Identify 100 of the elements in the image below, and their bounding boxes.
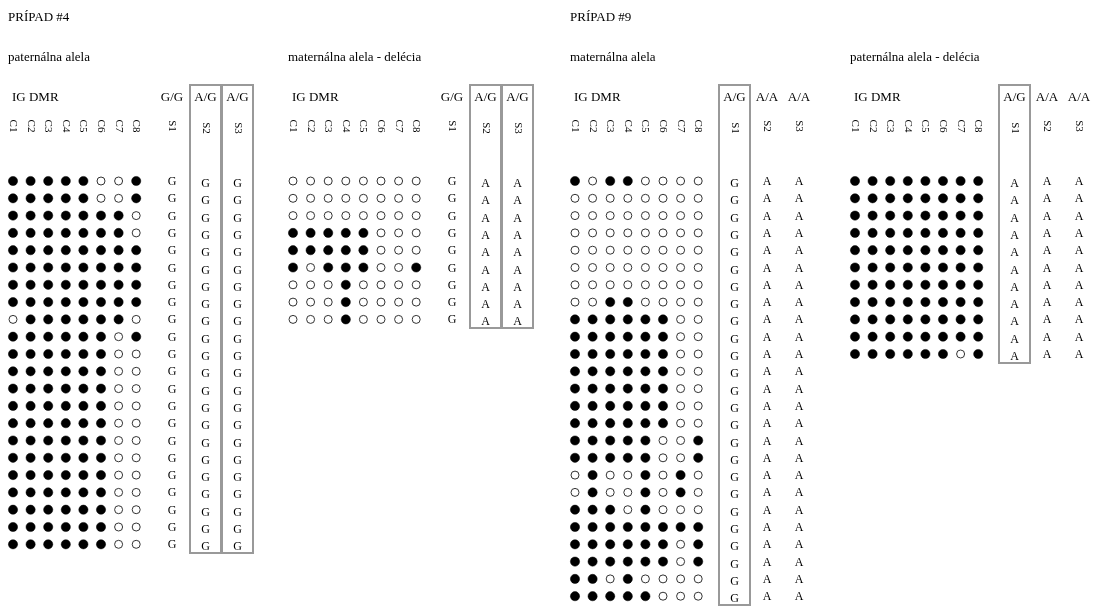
allele-value: G [233, 349, 242, 363]
allele-value: A [762, 589, 772, 603]
highlight-column-frame [469, 84, 502, 330]
allele-value: A [794, 312, 804, 326]
allele-value: A [1042, 261, 1052, 274]
allele-value: G [201, 211, 210, 225]
allele-value: G [167, 537, 177, 551]
sample-label: S3 [232, 122, 243, 134]
allele-value: G [730, 401, 739, 415]
cpg-site-label: C8 [410, 119, 422, 133]
allele-value: G [233, 314, 242, 328]
allele-value: A [1042, 330, 1052, 344]
allele-value: G [201, 384, 210, 398]
allele-value: A [513, 228, 522, 242]
allele-value: G [201, 505, 210, 519]
allele-value: A [1010, 228, 1019, 242]
allele-value: A [762, 261, 772, 274]
allele-value: G [730, 557, 739, 571]
allele-value: A [794, 434, 804, 447]
allele-value: A [1042, 243, 1052, 257]
allele-value: A [1010, 245, 1019, 259]
genotype-label: A/A [787, 90, 811, 104]
genotype-label: G/G [440, 90, 464, 104]
genotype-label: A/G [506, 90, 529, 104]
cpg-site-label: C4 [340, 119, 352, 133]
allele-value: A [1042, 312, 1052, 326]
allele-value: G [730, 332, 739, 346]
sample-label: S1 [166, 120, 178, 132]
genotype-label: A/A [755, 90, 779, 104]
allele-value: A [1042, 226, 1052, 240]
allele-value: G [167, 295, 177, 309]
allele-value: G [233, 176, 242, 190]
allele-value: G [730, 418, 739, 432]
allele-value: A [762, 347, 772, 361]
genotype-label: A/G [1003, 90, 1026, 104]
allele-value: G [233, 436, 242, 449]
allele-value: G [167, 347, 177, 361]
genotype-label: A/G [474, 90, 497, 104]
allele-title: paternálna alela - delécia [850, 50, 980, 64]
allele-value: G [167, 243, 177, 257]
allele-value: A [794, 451, 804, 465]
allele-value: G [233, 505, 242, 519]
allele-value: A [481, 314, 490, 328]
allele-value: A [762, 416, 772, 430]
allele-value: A [794, 364, 804, 378]
allele-value: A [762, 382, 772, 396]
allele-value: G [730, 297, 739, 311]
allele-value: A [513, 211, 522, 225]
allele-value: G [730, 574, 739, 588]
sample-label: S3 [1073, 120, 1085, 132]
cpg-site-label: C3 [604, 119, 616, 133]
allele-value: G [167, 468, 177, 482]
allele-value: A [1074, 312, 1084, 326]
allele-value: A [762, 174, 772, 188]
allele-value: G [201, 470, 210, 484]
allele-value: G [201, 245, 210, 259]
cpg-site-label: C1 [287, 119, 299, 133]
allele-value: A [762, 503, 772, 517]
allele-value: A [762, 312, 772, 326]
allele-value: A [1074, 174, 1084, 188]
highlight-column-frame [221, 84, 254, 555]
cpg-site-label: C7 [955, 119, 967, 133]
sample-label: S1 [446, 120, 458, 132]
allele-value: G [730, 539, 739, 553]
region-label: IG DMR [854, 90, 901, 104]
allele-value: G [730, 263, 739, 276]
allele-value: A [1074, 278, 1084, 292]
allele-value: A [762, 226, 772, 240]
allele-value: G [201, 418, 210, 432]
cpg-site-label: C8 [692, 119, 704, 133]
allele-title: maternálna alela - delécia [288, 50, 422, 64]
allele-value: A [762, 537, 772, 551]
allele-value: G [167, 278, 177, 292]
allele-value: G [730, 487, 739, 501]
allele-value: A [794, 295, 804, 309]
allele-value: G [233, 263, 242, 276]
sample-label: S1 [729, 122, 740, 134]
cpg-site-label: C5 [639, 119, 651, 133]
allele-value: A [762, 399, 772, 413]
highlight-column-frame [998, 84, 1031, 364]
allele-value: G [201, 263, 210, 276]
allele-value: G [730, 384, 739, 398]
allele-value: A [1042, 278, 1052, 292]
allele-value: G [730, 211, 739, 225]
allele-value: A [794, 330, 804, 344]
allele-value: G [730, 280, 739, 294]
cpg-site-label: C5 [77, 119, 89, 133]
cpg-site-label: C2 [305, 119, 317, 133]
allele-value: G [447, 209, 457, 223]
allele-value: G [730, 176, 739, 190]
allele-value: G [201, 487, 210, 501]
allele-value: A [794, 572, 804, 586]
allele-value: G [167, 520, 177, 534]
cpg-site-label: C2 [587, 119, 599, 133]
allele-value: A [762, 364, 772, 378]
allele-value: G [730, 436, 739, 449]
allele-value: A [794, 537, 804, 551]
cpg-site-label: C6 [657, 119, 669, 133]
allele-value: A [794, 226, 804, 240]
allele-value: A [481, 193, 490, 207]
